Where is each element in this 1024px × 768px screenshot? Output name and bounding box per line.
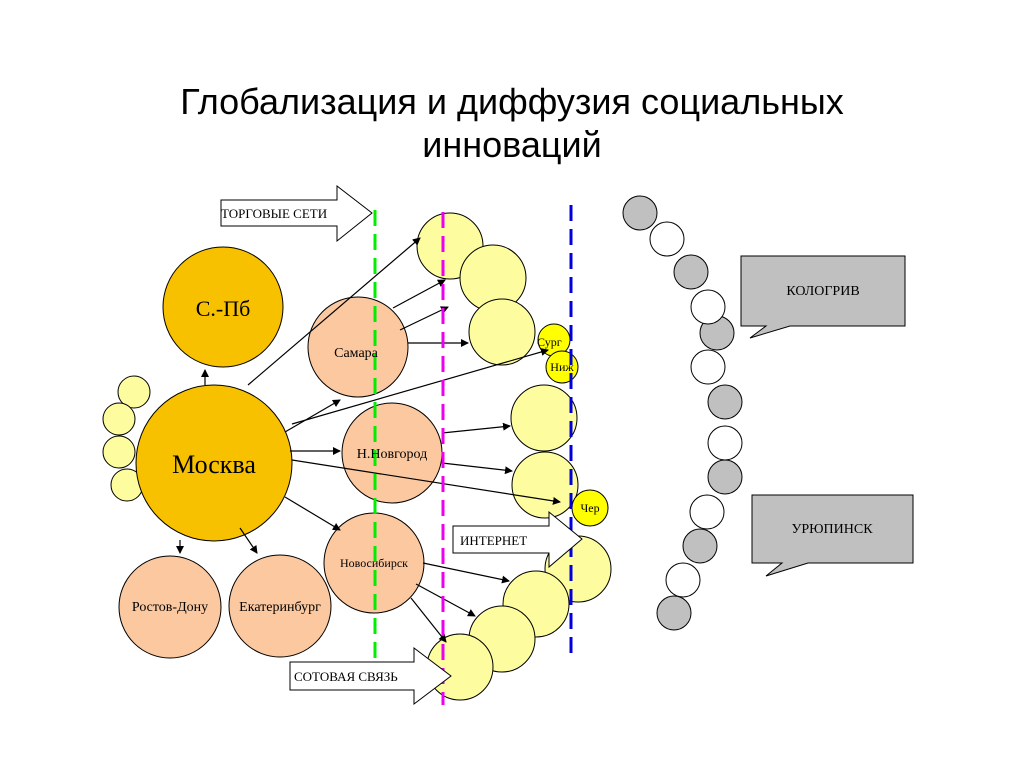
spb-label: С.-Пб [196,296,251,321]
chain-circle [649,221,685,257]
satellite-circle [117,375,151,409]
arrow [399,306,449,331]
arrow [422,562,510,584]
chain-circle [689,494,725,530]
satellite-circle [102,402,136,436]
uryupinsk-callout [751,494,914,577]
kologriv-label: КОЛОГРИВ [786,284,859,299]
periphery-circles [416,212,612,701]
diffusion-arrows [176,237,561,643]
satellite-circle [102,435,136,469]
arrow [441,462,513,475]
trade-channel-label: ТОРГОВЫЕ СЕТИ [221,206,327,221]
arrow [415,583,476,617]
moscow-circle [135,384,293,542]
ekaterinburg-label: Екатеринбург [239,600,321,615]
arrow [247,237,421,386]
nizh-label: Ниж [550,360,574,374]
arrow [392,279,446,309]
internet-channel-label: ИНТЕРНЕТ [460,533,527,548]
ekaterinburg-circle [228,554,332,658]
title-line-2: инноваций [422,124,602,165]
chain-circle [707,459,743,495]
chain-circle [707,425,743,461]
arrow [284,496,341,531]
slide-title: Глобализация и диффузия социальных иннов… [0,80,1024,166]
periphery-circle [468,298,536,366]
internet-channel-arrow [452,510,583,569]
chain-circles [622,195,743,631]
periphery-circle [511,451,579,519]
spb-circle [162,246,284,368]
chain-circle [690,349,726,385]
chain-circle [690,289,726,325]
novosibirsk-label: Новосибирск [340,556,408,570]
samara-label: Самара [334,346,379,361]
chain-circle [682,528,718,564]
chain-circle [665,562,701,598]
surgut-label: Сург [537,335,562,349]
arrow [410,597,447,643]
nnovgorod-label: Н.Новгород [357,447,427,462]
arrow [291,459,561,505]
arrow [291,348,549,425]
chain-circle [707,384,743,420]
arrow [284,399,341,433]
chain-circle [622,195,658,231]
moscow-label: Москва [172,450,256,479]
samara-circle [307,296,409,398]
arrow [441,422,511,434]
trade-channel-arrow [220,184,373,243]
cher-label: Чер [580,501,599,515]
moscow-satellites [102,375,151,502]
kologriv-callout [740,255,906,339]
rostov-label: Ростов-Дону [132,600,208,615]
rostov-circle [118,555,222,659]
chain-circle [673,254,709,290]
periphery-circle [510,384,578,452]
arrow [239,527,258,554]
mobile-channel-arrow [289,646,452,706]
title-line-1: Глобализация и диффузия социальных [180,81,844,122]
uryupinsk-label: УРЮПИНСК [791,522,873,537]
chain-circle [656,595,692,631]
mobile-channel-label: СОТОВАЯ СВЯЗЬ [294,669,398,684]
